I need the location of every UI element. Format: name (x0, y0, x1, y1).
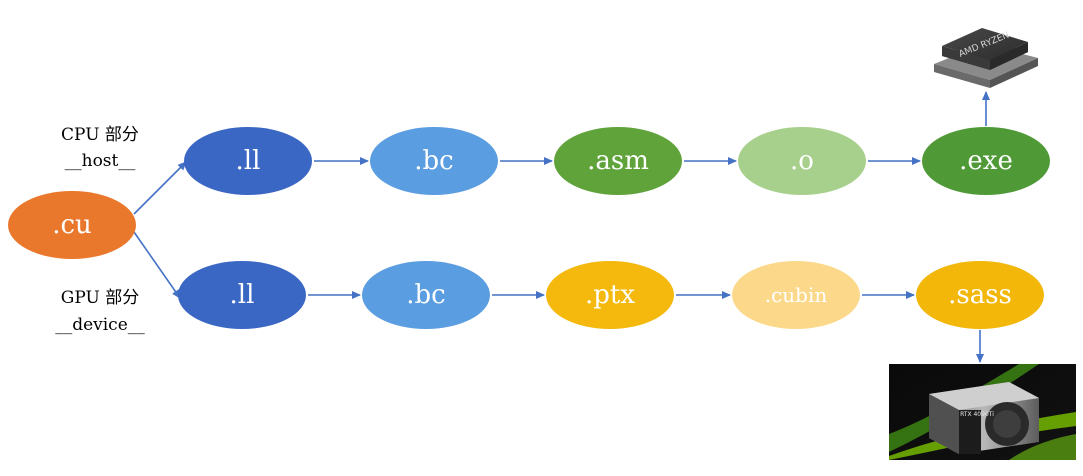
cpu-node-ellipse (370, 127, 498, 195)
cpu-node-ellipse (554, 127, 682, 195)
cpu-node-label: .bc (414, 146, 453, 176)
source-label: .cu (52, 210, 92, 240)
arrows-group (133, 91, 990, 363)
cpu-node-2: .asm (554, 127, 682, 195)
gpu-label-line1: GPU 部分 (61, 288, 139, 308)
cpu-node-ellipse (184, 127, 312, 195)
cpu-node-label: .o (790, 146, 814, 176)
cpu-node-ellipse (738, 127, 866, 195)
source-ellipse (8, 191, 136, 259)
nvidia-rtx-gpu-icon: RTX 4090Ti (889, 364, 1076, 460)
gpu-part-label: GPU 部分 __device__ (55, 288, 145, 335)
gpu-node-0: .ll (178, 261, 306, 329)
cpu-node-3: .o (738, 127, 866, 195)
cpu-label-line1: CPU 部分 (61, 125, 139, 145)
gpu-label-line2: __device__ (55, 315, 145, 335)
rtx-text: RTX 4090Ti (960, 411, 994, 418)
arrow-source-to-gpu (133, 231, 181, 299)
gpu-node-2: .ptx (546, 261, 674, 329)
amd-ryzen-cpu-icon: AMD RYZEN (934, 28, 1038, 88)
cpu-node-label: .ll (236, 146, 261, 176)
cpu-node-0: .ll (184, 127, 312, 195)
cpu-node-ellipse (922, 127, 1050, 195)
gpu-node-label: .bc (406, 280, 445, 310)
gpu-node-ellipse (732, 261, 860, 329)
cpu-node-label: .asm (587, 146, 649, 176)
cpu-label-line2: __host__ (65, 151, 136, 171)
gpu-node-ellipse (916, 261, 1044, 329)
arrow-source-to-cpu (133, 161, 187, 215)
gpu-node-1: .bc (362, 261, 490, 329)
gpu-node-label: .sass (948, 280, 1012, 310)
cpu-pipeline-nodes: .ll .bc .asm .o .exe (184, 127, 1050, 195)
cpu-part-label: CPU 部分 __host__ (61, 125, 139, 171)
source-node-cu: .cu (8, 191, 136, 259)
gpu-node-3: .cubin (732, 261, 860, 329)
gpu-node-ellipse (546, 261, 674, 329)
cpu-node-label: .exe (959, 146, 1013, 176)
gpu-node-label: .cubin (765, 283, 828, 307)
gpu-node-ellipse (178, 261, 306, 329)
gpu-node-ellipse (362, 261, 490, 329)
gpu-pipeline-nodes: .ll .bc .ptx .cubin .sass (178, 261, 1044, 329)
gpu-node-4: .sass (916, 261, 1044, 329)
cpu-node-4: .exe (922, 127, 1050, 195)
gpu-node-label: .ll (230, 280, 255, 310)
cpu-node-1: .bc (370, 127, 498, 195)
gpu-node-label: .ptx (585, 280, 635, 310)
